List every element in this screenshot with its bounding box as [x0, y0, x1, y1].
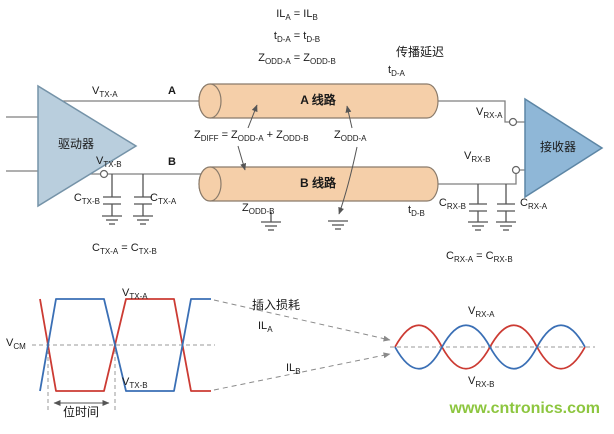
receiver-triangle [524, 97, 604, 199]
crx-a-label: CRX-A [520, 197, 548, 212]
tx-waveform-blue-b [39, 298, 211, 392]
ctx-a-label: CTX-A [150, 192, 177, 207]
node-vtx-b [99, 169, 109, 179]
driver-triangle [37, 84, 138, 208]
cylinder-b-left-rim [198, 166, 222, 202]
node-b-label: B [168, 156, 176, 168]
equation-zodd: ZODD-A = ZODD-B [258, 52, 336, 67]
node-circles [99, 117, 521, 179]
zdiff-equation: ZDIFF = ZODD-A + ZODD-B [194, 129, 309, 144]
insertion-loss-dashed-upper [213, 299, 391, 342]
insertion-loss-label: 插入损耗 [252, 298, 301, 312]
cap-rx-a [496, 184, 516, 231]
il-b-label: ILB [286, 362, 301, 377]
line-b-label: B 线路 [299, 176, 337, 190]
cylinder-a-left-rim [198, 83, 222, 119]
rx-waveform-blue-b [394, 324, 586, 370]
driver-label: 驱动器 [57, 137, 94, 151]
ground-zodd-b [261, 212, 281, 231]
rx-wire-b [436, 169, 525, 185]
receiver-label: 接收器 [539, 140, 576, 154]
node-vrx-b [511, 165, 521, 175]
wave-vtx-a-label: VTX-A [122, 287, 148, 302]
ground-zodd-a [328, 220, 348, 230]
cap-tx-b [102, 174, 122, 225]
t-db-label: tD-B [408, 204, 425, 219]
transmission-line-a [198, 83, 439, 119]
arrow-zodda-to-ground [338, 146, 358, 215]
cap-tx-a [133, 174, 153, 225]
transmission-line-b [198, 166, 439, 202]
arrow-zdiff-to-line-a [247, 104, 258, 129]
vrx-b-label: VRX-B [464, 150, 491, 165]
arrow-zodda-to-line-a [345, 105, 353, 129]
vtx-a-label: VTX-A [92, 85, 118, 100]
node-vrx-a [508, 117, 518, 127]
wave-vrx-a-label: VRX-A [468, 305, 495, 320]
arrow-zdiff-to-line-b [237, 145, 247, 171]
equation-td: tD-A = tD-B [273, 30, 321, 45]
vrx-a-label: VRX-A [476, 106, 503, 121]
zodd-a-label: ZODD-A [334, 129, 367, 144]
t-da-label: tD-A [388, 64, 405, 79]
crx-b-label: CRX-B [438, 197, 466, 212]
vcm-label: VCM [6, 337, 26, 352]
il-a-label: ILA [258, 320, 273, 335]
propagation-delay-label: 传播延迟 [396, 45, 445, 59]
crx-equation: CRX-A = CRX-B [446, 250, 513, 265]
wave-vrx-b-label: VRX-B [468, 375, 495, 390]
vtx-b-label: VTX-B [96, 155, 122, 170]
tx-waveform-red-a [39, 298, 211, 392]
cap-rx-b [468, 184, 488, 231]
ctx-equation: CTX-A = CTX-B [92, 242, 157, 257]
wires [6, 100, 525, 185]
watermark: www.cntronics.com [449, 400, 600, 417]
insertion-loss-dashed-lower [213, 352, 391, 391]
impedance-arrows [237, 104, 358, 215]
line-a-label: A 线路 [300, 93, 336, 107]
zodd-b-label: ZODD-B [242, 202, 275, 217]
ctx-b-label: CTX-B [73, 192, 100, 207]
bit-time-label: 位时间 [62, 405, 100, 419]
wave-vtx-b-label: VTX-B [122, 376, 148, 391]
node-a-label: A [168, 85, 176, 97]
equation-il: ILA = ILB [276, 8, 318, 23]
